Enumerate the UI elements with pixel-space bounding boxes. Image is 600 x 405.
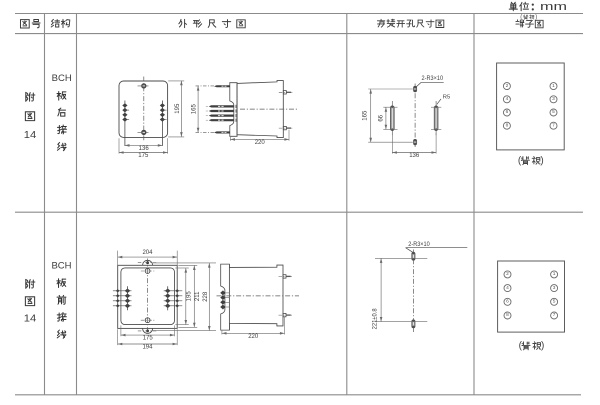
svg-text:136: 136 xyxy=(139,146,150,152)
svg-text:BCH: BCH xyxy=(51,261,71,272)
svg-text:5: 5 xyxy=(552,109,555,115)
svg-text:(: ( xyxy=(518,156,522,167)
svg-text:(: ( xyxy=(520,14,522,20)
svg-text:8: 8 xyxy=(506,122,509,128)
svg-text:7: 7 xyxy=(553,312,556,318)
svg-text:): ) xyxy=(541,341,544,352)
svg-text:165: 165 xyxy=(192,104,198,115)
svg-text:3: 3 xyxy=(552,96,555,102)
svg-text:2-R3×10: 2-R3×10 xyxy=(422,75,444,82)
svg-text:(: ( xyxy=(519,341,523,352)
svg-text:): ) xyxy=(540,156,543,167)
svg-text:136: 136 xyxy=(409,153,420,159)
svg-text:4: 4 xyxy=(506,285,509,291)
svg-text:14: 14 xyxy=(24,129,37,141)
svg-text:194: 194 xyxy=(142,345,153,351)
svg-text:6: 6 xyxy=(506,109,509,115)
svg-text:228: 228 xyxy=(203,291,209,302)
svg-text:6: 6 xyxy=(506,299,509,305)
svg-text:3: 3 xyxy=(553,285,556,291)
svg-text:195: 195 xyxy=(175,103,181,114)
svg-text:8: 8 xyxy=(506,312,509,318)
svg-text:R5: R5 xyxy=(443,94,450,100)
svg-text:175: 175 xyxy=(143,336,154,342)
svg-text:220: 220 xyxy=(248,334,259,340)
svg-text:BCH: BCH xyxy=(52,73,72,84)
svg-text:165: 165 xyxy=(362,110,368,121)
svg-text:66: 66 xyxy=(378,114,384,121)
svg-text:14: 14 xyxy=(24,313,37,325)
svg-text:221±0.8: 221±0.8 xyxy=(373,308,379,330)
svg-text:1: 1 xyxy=(553,271,556,277)
svg-text:1: 1 xyxy=(552,83,555,89)
svg-text:7: 7 xyxy=(552,122,555,128)
svg-text:2: 2 xyxy=(506,271,509,277)
svg-text:204: 204 xyxy=(142,250,153,256)
svg-text:220: 220 xyxy=(255,140,266,146)
svg-text:2: 2 xyxy=(506,83,509,89)
svg-text:mm: mm xyxy=(540,1,567,13)
svg-text:175: 175 xyxy=(138,153,149,159)
svg-text:195: 195 xyxy=(186,291,192,302)
svg-text:): ) xyxy=(535,14,537,20)
svg-text:5: 5 xyxy=(553,299,556,305)
svg-text:211: 211 xyxy=(195,291,201,301)
svg-text:2-R3×10: 2-R3×10 xyxy=(408,241,430,248)
svg-text:4: 4 xyxy=(506,96,509,102)
